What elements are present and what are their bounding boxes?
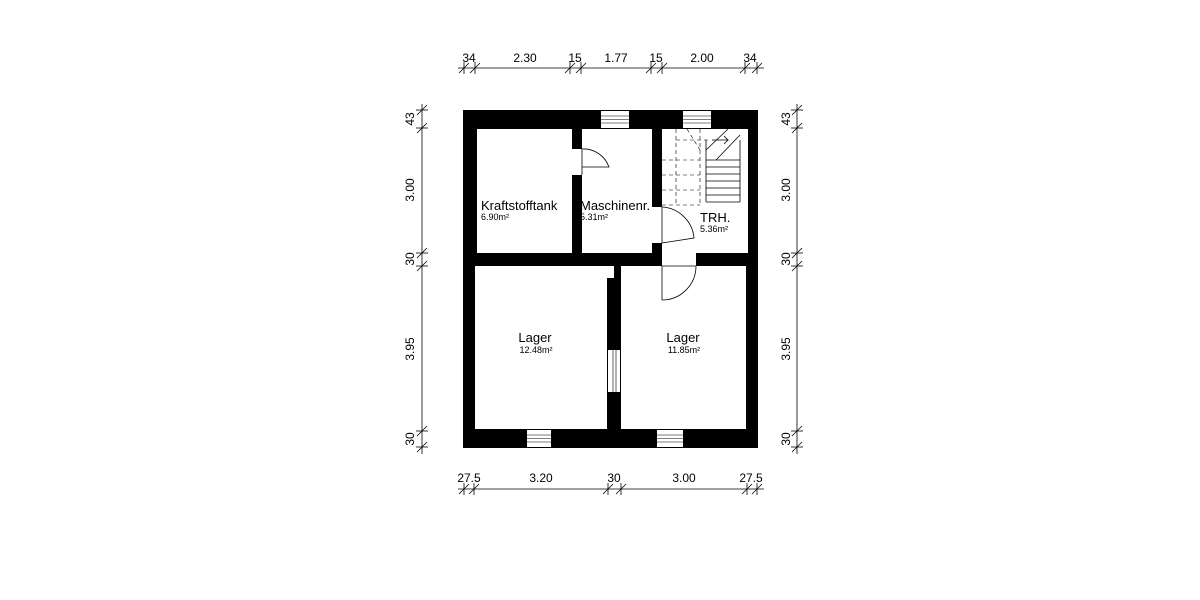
dim-top-5: 15: [649, 51, 663, 65]
dim-top-2: 2.30: [513, 51, 537, 65]
room-area: 12.48m²: [519, 345, 552, 355]
windows: [527, 111, 711, 447]
window-bottom-lager-right: [657, 430, 683, 447]
left-dimension-chain: 43 3.00 30 3.95 30: [403, 104, 428, 454]
bottom-dimension-chain: 27.5 3.20 30 3.00 27.5: [457, 471, 764, 495]
room-kraftstofftank: Kraftstofftank 6.90m²: [481, 198, 558, 222]
room-lager-left: Lager 12.48m²: [518, 330, 552, 355]
top-dimension-chain: 34 2.30 15 1.77 15 2.00 34: [458, 51, 764, 74]
doors: [572, 148, 697, 301]
dim-right-4: 3.95: [779, 337, 793, 361]
right-dimension-chain: 43 3.00 30 3.95 30: [779, 104, 803, 454]
dim-right-5: 30: [779, 432, 793, 446]
dim-top-7: 34: [743, 51, 757, 65]
door-lager-right: [661, 253, 697, 301]
dim-right-2: 3.00: [779, 178, 793, 202]
room-maschinenraum: Maschinenr. 5.31m²: [580, 198, 650, 222]
dim-left-2: 3.00: [403, 178, 417, 202]
room-treppenhaus: TRH. 5.36m²: [700, 210, 730, 234]
dim-right-1: 43: [779, 112, 793, 126]
room-name: Lager: [666, 330, 700, 345]
opening-central-wall: [608, 350, 620, 392]
door-treppenhaus: [652, 206, 695, 244]
dim-top-6: 2.00: [690, 51, 714, 65]
dim-bottom-5: 27.5: [739, 471, 763, 485]
dim-left-4: 3.95: [403, 337, 417, 361]
window-top-maschinenraum: [601, 111, 629, 128]
dim-top-1: 34: [462, 51, 476, 65]
room-name: Maschinenr.: [580, 198, 650, 213]
dim-bottom-2: 3.20: [529, 471, 553, 485]
door-maschinenraum: [572, 148, 610, 175]
dim-bottom-4: 3.00: [672, 471, 696, 485]
dim-bottom-3: 30: [607, 471, 621, 485]
dim-left-5: 30: [403, 432, 417, 446]
window-top-treppenhaus: [683, 111, 711, 128]
staircase: [662, 128, 741, 206]
dim-right-3: 30: [779, 252, 793, 266]
shaft: [594, 266, 614, 278]
room-name: TRH.: [700, 210, 730, 225]
dim-top-4: 1.77: [604, 51, 628, 65]
room-name: Kraftstofftank: [481, 198, 558, 213]
room-area: 5.36m²: [700, 224, 728, 234]
room-area: 11.85m²: [668, 345, 700, 355]
room-name: Lager: [518, 330, 552, 345]
dim-left-1: 43: [403, 112, 417, 126]
dim-bottom-1: 27.5: [457, 471, 481, 485]
dim-top-3: 15: [568, 51, 582, 65]
room-lager-right: Lager 11.85m²: [666, 330, 700, 355]
dim-left-3: 30: [403, 252, 417, 266]
stair-arrow-icon: [712, 135, 729, 145]
building-walls: [463, 110, 758, 448]
window-bottom-lager-left: [527, 430, 551, 447]
room-area: 5.31m²: [580, 212, 608, 222]
room-area: 6.90m²: [481, 212, 509, 222]
